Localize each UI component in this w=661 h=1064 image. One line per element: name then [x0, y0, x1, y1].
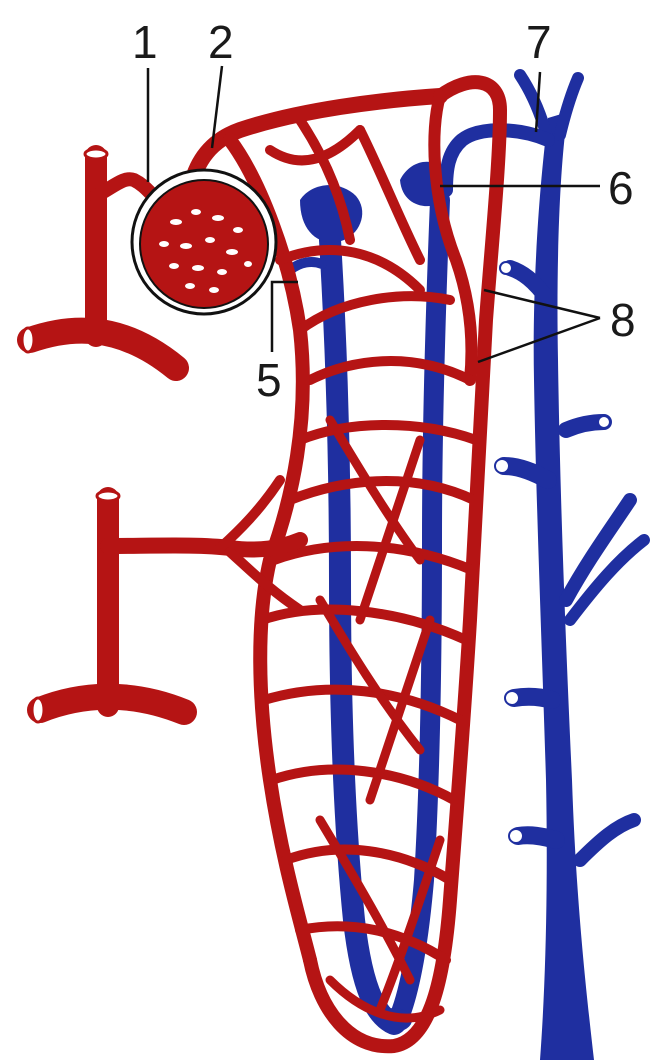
capillary-mesh-9	[274, 546, 472, 570]
label-1: 1	[132, 16, 158, 68]
vein-open-end-3	[505, 691, 519, 705]
vein-open-end-1	[500, 262, 512, 274]
collecting-vein	[534, 112, 594, 1060]
lower-artery-feeder	[108, 540, 300, 550]
capillary-mesh-4	[280, 250, 420, 290]
capillary-mesh-diag-2	[360, 440, 420, 620]
small-vein-near-glomerulus	[290, 262, 322, 270]
label-5: 5	[256, 354, 282, 406]
label-6: 6	[608, 162, 634, 214]
vein-branch-left-2	[504, 466, 548, 480]
upper-artery-open-end-top	[85, 149, 107, 159]
label-7: 7	[526, 16, 552, 68]
vein-open-end-4	[509, 829, 523, 843]
glomerulus	[132, 170, 276, 314]
capillary-mesh-7	[300, 425, 476, 440]
lower-artery-open-end-top	[97, 491, 119, 501]
label-2: 2	[208, 16, 234, 68]
upper-artery-open-end-left	[22, 328, 34, 352]
vein-open-end-2	[495, 459, 509, 473]
vein-branch-right-4	[580, 820, 634, 860]
label-8: 8	[610, 294, 636, 346]
lower-artery-open-end-left	[32, 698, 44, 722]
vein-open-end-5	[598, 416, 610, 428]
